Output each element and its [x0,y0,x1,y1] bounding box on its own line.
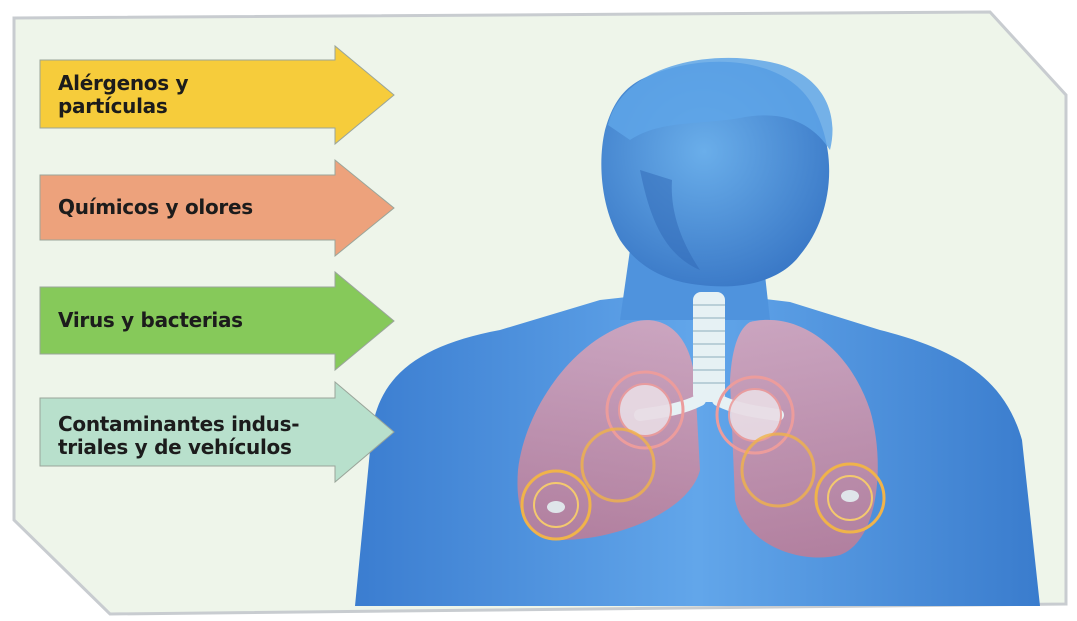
arrow-label-chemicals: Químicos y olores [58,196,253,219]
arrow-label-allergens: Alérgenos y partículas [58,72,188,118]
trachea [693,292,725,402]
arrow-label-viruses: Virus y bacterias [58,309,243,332]
inflammation-ring [619,384,671,436]
particle [841,490,859,502]
arrow-label-pollutants: Contaminantes indus- triales y de vehícu… [58,413,299,459]
particle [547,501,565,513]
